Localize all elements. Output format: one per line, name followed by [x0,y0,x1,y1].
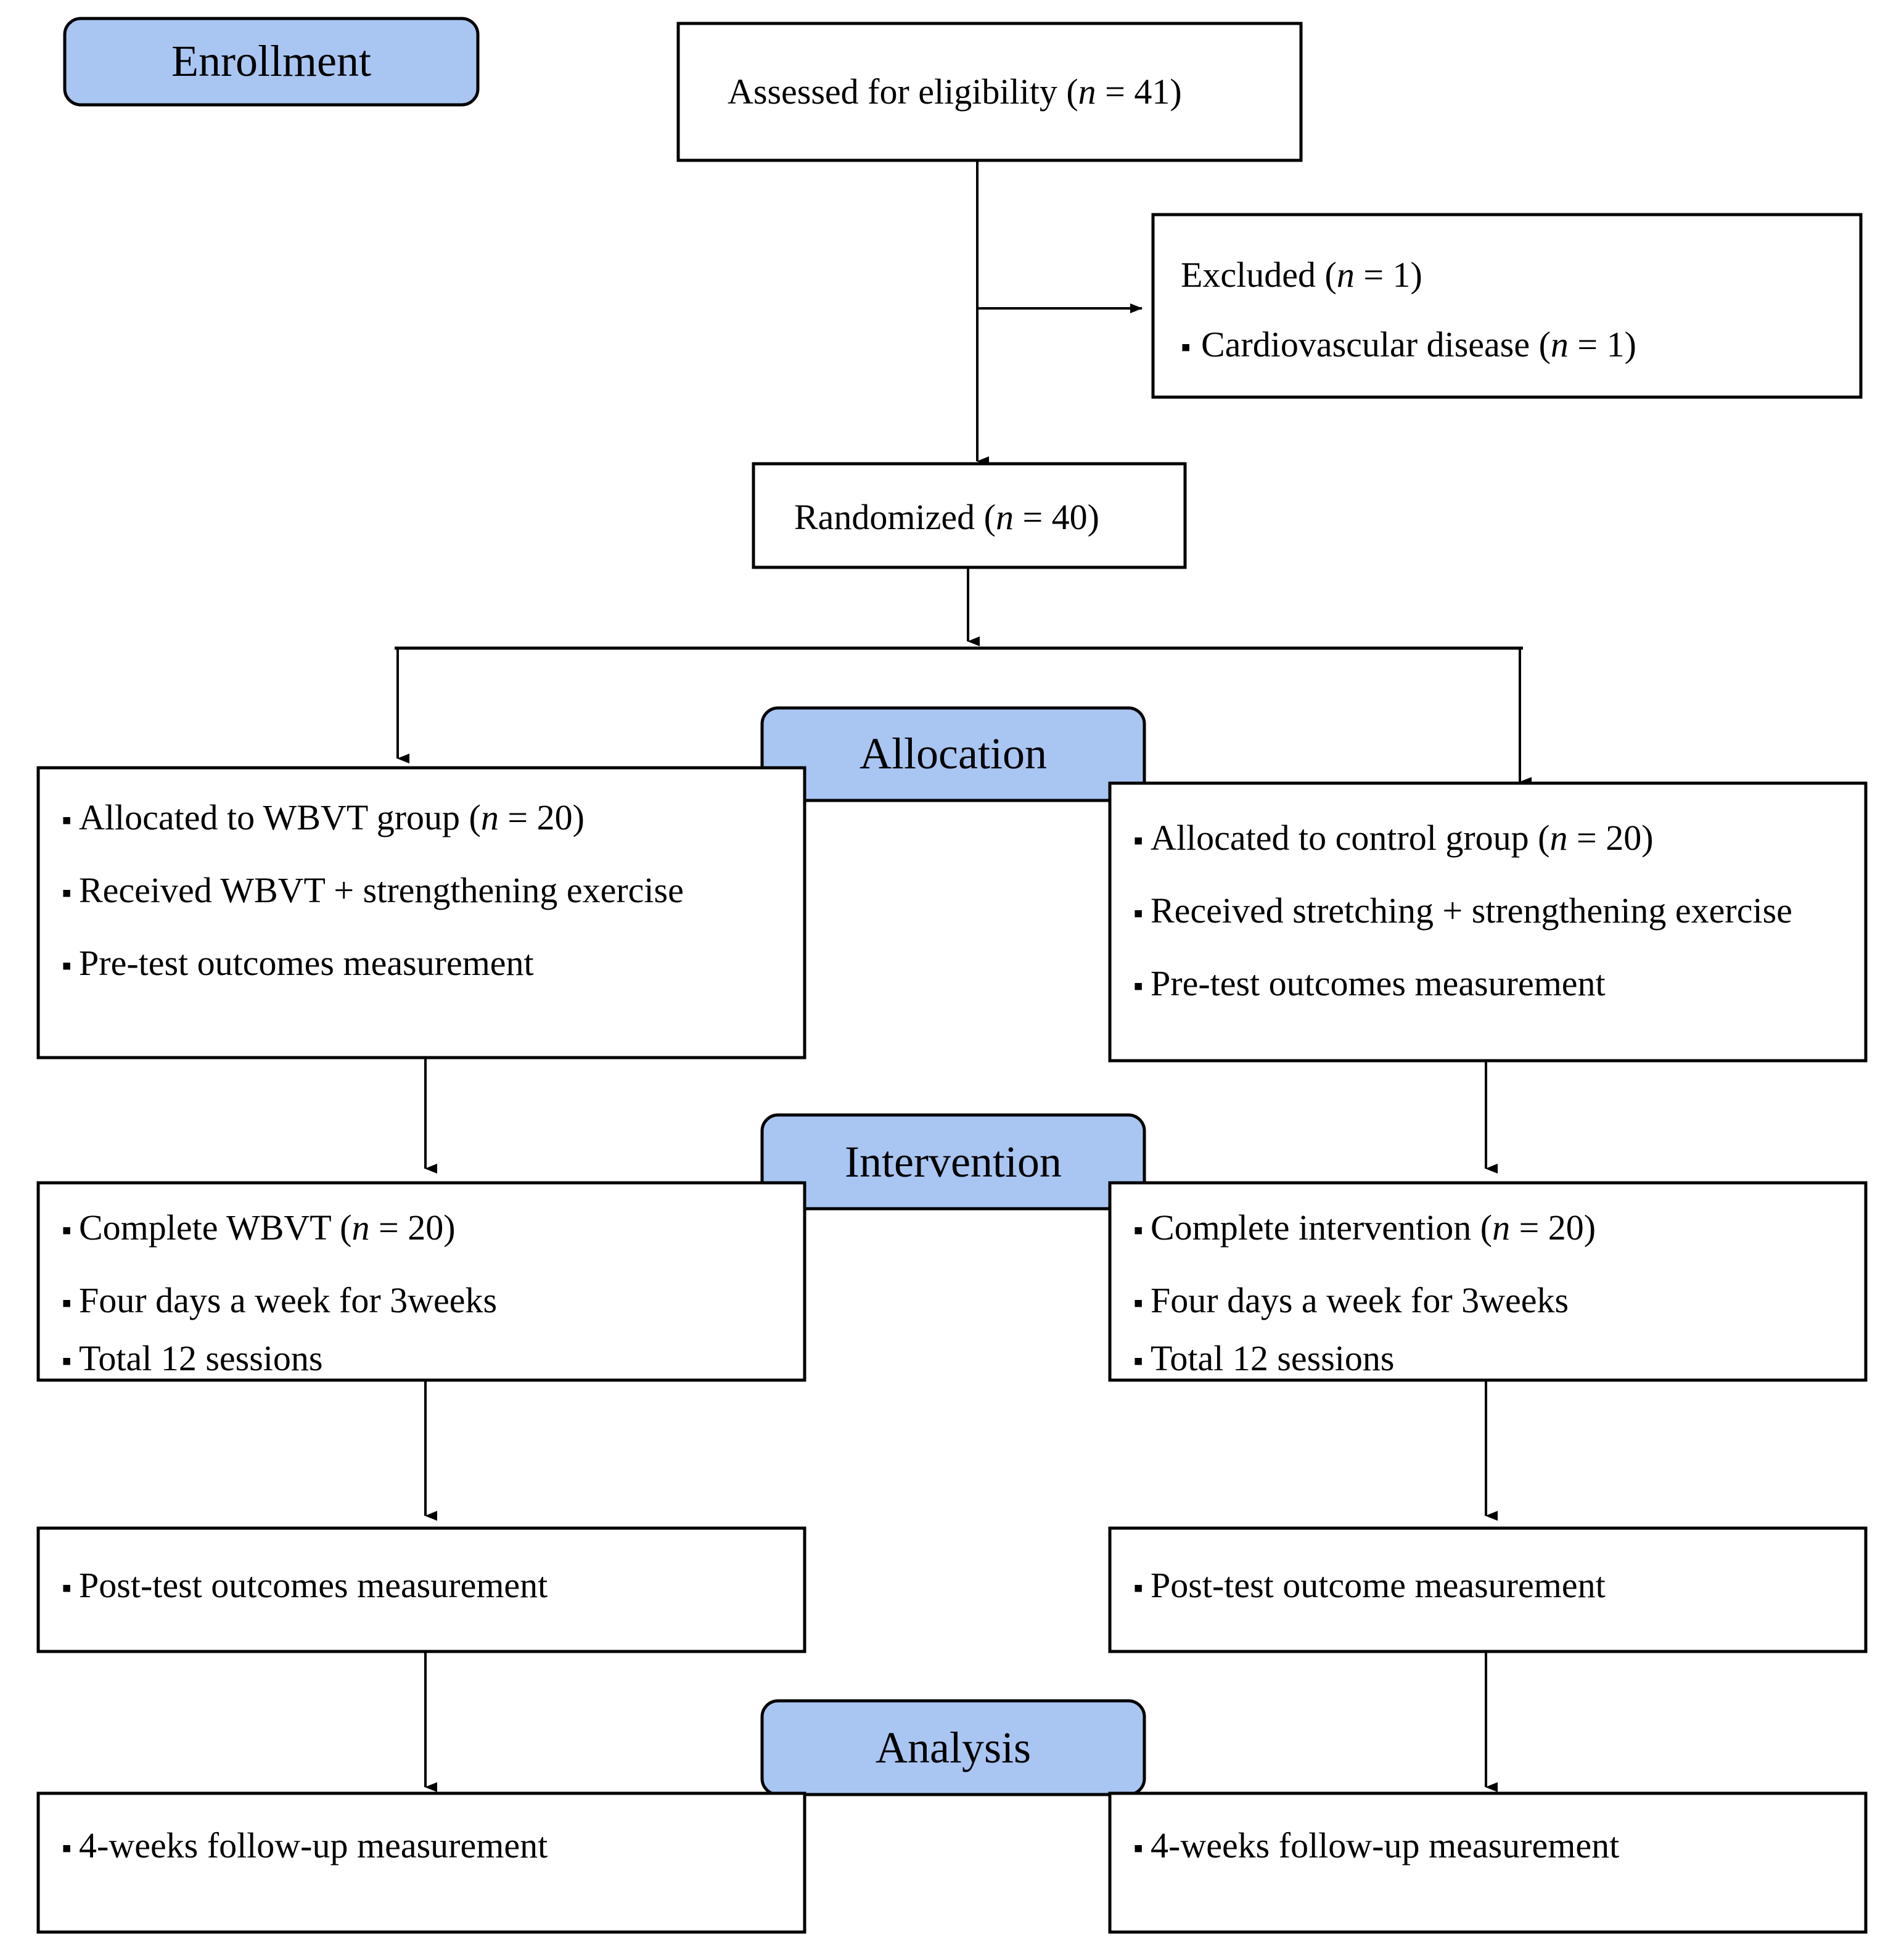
bullet-icon: ▪ [1133,1832,1143,1864]
alloc-r1-post: = 20) [1568,818,1654,858]
interv-left-line-1: Complete WBVT (n = 20) [79,1207,456,1248]
stage-label-allocation: Allocation [860,729,1047,778]
excluded-pre: Excluded ( [1181,255,1337,295]
alloc-left-line-3: Pre-test outcomes measurement [79,943,534,983]
bullet-icon: ▪ [1133,1572,1143,1603]
cardio-post: = 1) [1569,324,1636,364]
stage-chip-enrollment: Enrollment [63,17,480,107]
node-followup-wbvt-box [36,1791,806,1934]
interv-right-line-2: Four days a week for 3weeks [1151,1280,1569,1320]
bullet-icon: ▪ [62,877,72,908]
alloc-right-line-2: Received stretching + strengthening exer… [1151,890,1792,931]
stage-chip-intervention-shape [760,1113,1146,1211]
follow-right-line-1: 4-weeks follow-up measurement [1151,1825,1619,1865]
node-allocation-control: ▪ Allocated to control group (n = 20) ▪ … [1108,781,1868,1063]
int-r1-pre: Complete intervention ( [1151,1207,1492,1248]
bullet-icon: ▪ [1133,1214,1143,1246]
node-assessed-box [676,22,1303,162]
alloc-l1-n: n [481,797,499,837]
interv-left-line-2: Four days a week for 3weeks [79,1280,497,1320]
bullet-icon: ▪ [1133,970,1143,1001]
node-randomized-box [752,462,1187,569]
bullet-icon: ▪ [62,804,72,836]
stage-label-analysis: Analysis [876,1723,1031,1772]
stage-chip-allocation: Allocation [760,706,1146,802]
node-intervention-wbvt: ▪ Complete WBVT (n = 20) ▪ Four days a w… [36,1181,806,1382]
node-intervention-wbvt-box [36,1181,806,1382]
node-intervention-control-box [1108,1181,1868,1382]
node-intervention-control: ▪ Complete intervention (n = 20) ▪ Four … [1108,1181,1868,1382]
node-followup-wbvt: ▪ 4-weeks follow-up measurement [36,1791,806,1934]
interv-right-line-3: Total 12 sessions [1151,1338,1395,1378]
node-posttest-wbvt-box [36,1526,806,1653]
alloc-left-line-2: Received WBVT + strengthening exercise [79,870,684,910]
stage-label-enrollment: Enrollment [171,36,371,86]
node-followup-control: ▪ 4-weeks follow-up measurement [1108,1791,1868,1934]
bullet-icon: ▪ [62,1287,72,1318]
node-excluded: Excluded (n = 1) ▪ Cardiovascular diseas… [1151,213,1863,399]
bullet-icon: ▪ [1133,897,1143,929]
int-l1-pre: Complete WBVT ( [79,1207,351,1248]
cardio-n: n [1551,324,1569,364]
node-assessed-text: Assessed for eligibility (n = 41) [728,72,1182,112]
bullet-icon: ▪ [1181,331,1191,363]
node-excluded-box [1151,213,1863,399]
stage-label-intervention: Intervention [845,1137,1062,1186]
stage-chip-analysis: Analysis [760,1699,1146,1796]
bullet-icon: ▪ [62,1345,72,1376]
node-allocation-control-box [1108,781,1868,1063]
node-allocation-wbvt: ▪ Allocated to WBVT group (n = 20) ▪ Rec… [36,766,806,1059]
alloc-l1-pre: Allocated to WBVT group ( [79,797,481,837]
int-l1-post: = 20) [369,1207,455,1248]
post-left-line-1: Post-test outcomes measurement [79,1565,548,1605]
node-randomized: Randomized (n = 40) [752,462,1187,569]
stage-chip-analysis-shape [760,1699,1146,1796]
node-followup-control-box [1108,1791,1868,1934]
node-excluded-line-2: Cardiovascular disease (n = 1) [1201,324,1636,364]
node-posttest-control-box [1108,1526,1868,1653]
follow-left-line-1: 4-weeks follow-up measurement [79,1825,548,1865]
alloc-r1-pre: Allocated to control group ( [1151,818,1550,858]
bullet-icon: ▪ [1133,1345,1143,1376]
interv-right-line-1: Complete intervention (n = 20) [1151,1207,1596,1248]
stage-chip-allocation-shape [760,706,1146,802]
node-posttest-wbvt: ▪ Post-test outcomes measurement [36,1526,806,1653]
bullet-icon: ▪ [62,1214,72,1246]
node-allocation-wbvt-box [36,766,806,1059]
bullet-icon: ▪ [62,1572,72,1603]
node-assessed-for-eligibility: Assessed for eligibility (n = 41) [676,22,1303,162]
cardio-pre: Cardiovascular disease ( [1201,324,1551,364]
alloc-l1-post: = 20) [499,797,585,837]
int-r1-post: = 20) [1510,1207,1596,1248]
alloc-right-line-1: Allocated to control group (n = 20) [1151,818,1654,858]
node-randomized-text: Randomized (n = 40) [794,497,1099,537]
assessed-n: n [1078,72,1096,112]
interv-left-line-3: Total 12 sessions [79,1338,323,1378]
alloc-right-line-3: Pre-test outcomes measurement [1151,963,1606,1003]
alloc-r1-n: n [1550,818,1568,858]
bullet-icon: ▪ [1133,825,1143,856]
stage-chip-intervention: Intervention [760,1113,1146,1211]
post-right-line-1: Post-test outcome measurement [1151,1565,1606,1605]
randomized-n: n [996,497,1014,537]
node-posttest-control: ▪ Post-test outcome measurement [1108,1526,1868,1653]
bullet-icon: ▪ [62,1832,72,1864]
excluded-post: = 1) [1355,255,1422,295]
assessed-post: = 41) [1096,72,1182,112]
node-excluded-line-1: Excluded (n = 1) [1181,255,1422,295]
int-r1-n: n [1492,1207,1510,1248]
randomized-post: = 40) [1014,497,1099,537]
excluded-n: n [1337,255,1355,295]
stage-chip-enrollment-shape [63,17,480,107]
randomized-pre: Randomized ( [794,497,996,537]
int-l1-n: n [351,1207,369,1248]
assessed-pre: Assessed for eligibility ( [728,72,1078,112]
bullet-icon: ▪ [1133,1287,1143,1318]
bullet-icon: ▪ [62,950,72,981]
alloc-left-line-1: Allocated to WBVT group (n = 20) [79,797,585,837]
